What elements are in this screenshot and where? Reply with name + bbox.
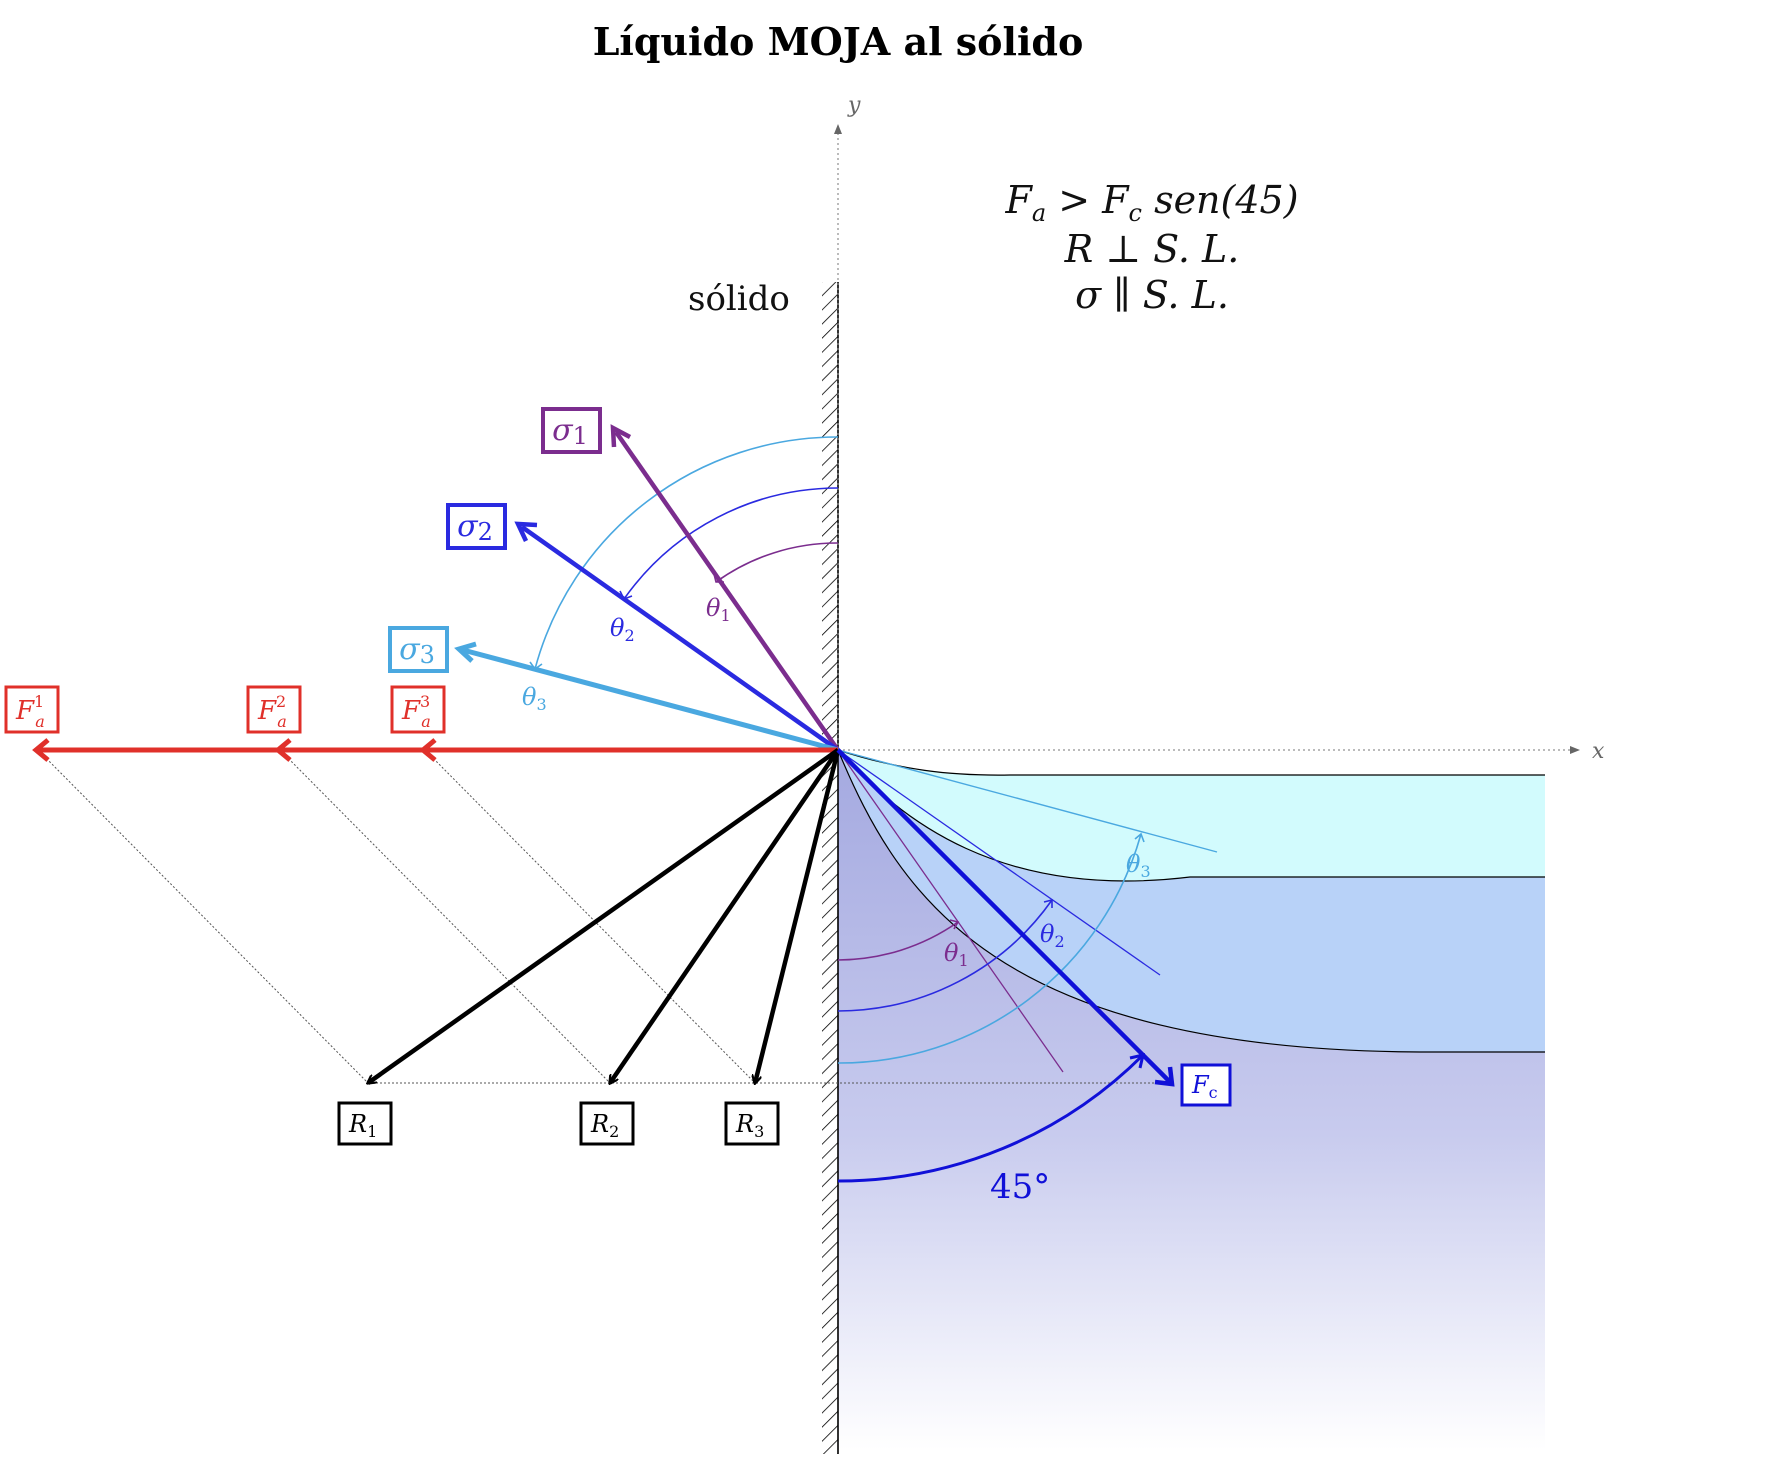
fc-arrow xyxy=(836,748,1172,1084)
y-axis-arrowhead xyxy=(834,124,842,134)
solid-label: sólido xyxy=(688,279,790,319)
r3-arrow xyxy=(755,749,841,1083)
sigma1-arrow xyxy=(614,430,840,752)
x-axis-arrowhead xyxy=(1570,746,1580,754)
theta3-label-top: θ3 xyxy=(522,683,547,714)
svg-text:R2: R2 xyxy=(590,1110,619,1141)
condition-forces: Fa > Fc sen(45) xyxy=(1004,178,1298,227)
theta1-reference-line xyxy=(837,749,1064,1073)
angle-45-label: 45° xyxy=(990,1167,1050,1207)
theta3-reference-line xyxy=(837,749,1218,853)
r2-label: R2 xyxy=(579,1101,635,1146)
liquid-surface-3 xyxy=(837,749,1545,1053)
theta2-label-bottom: θ2 xyxy=(1040,920,1065,951)
r1-arrow xyxy=(368,748,840,1083)
construction-lines xyxy=(37,749,1175,1084)
sigma3-label: σ3 xyxy=(388,626,449,673)
theta2-reference-line xyxy=(837,749,1161,976)
theta2-label-top: θ2 xyxy=(610,614,635,645)
theta3-label-bottom: θ3 xyxy=(1126,850,1151,881)
sigma2-arrow xyxy=(520,525,840,752)
svg-text:F1a: F1a xyxy=(15,692,45,731)
sigma1-label: σ1 xyxy=(541,407,602,454)
sigma3-arrow xyxy=(462,647,839,753)
fa1-arrowhead xyxy=(32,738,50,762)
liquid-mid-region xyxy=(838,750,1545,1052)
x-axis-label: x xyxy=(1592,739,1605,764)
solid-wall-hatch xyxy=(822,282,838,1454)
fc-label: Fc xyxy=(1180,1063,1232,1107)
diagram-title: Líquido MOJA al sólido xyxy=(593,19,1084,64)
theta1-arc-top xyxy=(715,542,839,583)
fa2-arrowhead xyxy=(274,738,292,762)
svg-text:R1: R1 xyxy=(348,1110,377,1141)
fa3-arrowhead xyxy=(419,738,437,762)
svg-text:σ3: σ3 xyxy=(399,632,435,669)
liquid-top-region xyxy=(838,750,1545,882)
r3-label: R3 xyxy=(724,1101,780,1146)
svg-text:F3a: F3a xyxy=(401,692,431,731)
theta1-label-top: θ1 xyxy=(706,594,731,625)
condition-sigma-parallel: σ ∥ S. L. xyxy=(1075,273,1229,317)
liquid-surface-1 xyxy=(837,749,1545,776)
theta3-arc-bottom xyxy=(837,833,1142,1064)
y-axis-label: y xyxy=(847,93,861,118)
r1-label: R1 xyxy=(337,1101,393,1146)
angle-45-arc xyxy=(837,1053,1145,1183)
r2-arrow xyxy=(608,748,840,1083)
svg-text:Fc: Fc xyxy=(1191,1071,1218,1102)
theta1-arc-bottom xyxy=(837,921,959,961)
theta3-arc-top xyxy=(534,436,839,670)
theta1-label-bottom: θ1 xyxy=(944,939,969,970)
condition-r-perpendicular: R ⊥ S. L. xyxy=(1064,227,1240,271)
svg-text:σ2: σ2 xyxy=(457,509,493,546)
svg-text:F2a: F2a xyxy=(257,692,287,731)
svg-text:R3: R3 xyxy=(735,1110,764,1141)
theta2-arc-top xyxy=(623,487,839,600)
svg-text:σ1: σ1 xyxy=(552,413,588,450)
theta2-arc-bottom xyxy=(837,899,1053,1012)
sigma2-label: σ2 xyxy=(446,503,507,550)
